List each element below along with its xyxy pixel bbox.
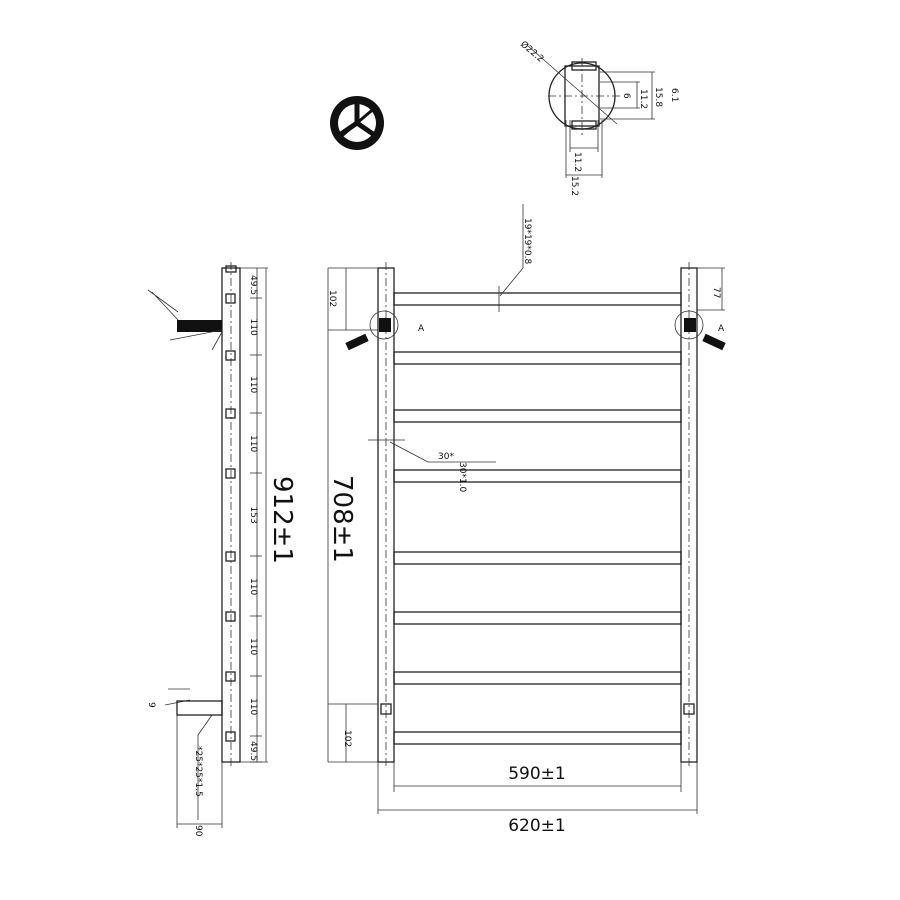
valve-icon [177,320,222,332]
dim-spacing: 110 [248,319,258,336]
rail-end [225,611,236,622]
dim-spacing: 110 [248,578,258,595]
dim-w-inner: 11.2 [572,152,582,172]
dim-inner-width: 590±1 [508,764,566,784]
dim-spacing: 110 [248,376,258,393]
rail-profile-label: 19*19*0.8 [522,218,532,264]
post-size-label: 30* [438,452,454,462]
dim-h-inner: 11.2 [638,89,648,109]
dim-spacing: 49.5 [248,741,258,761]
rail-end [225,293,236,304]
dim-height-912: 912±1 [267,476,297,564]
front-view: A A 102 102 77 708±1 19*19*0.8 30* 30*1.… [327,204,726,836]
towel-rail [393,671,682,685]
dim-spacing: 153 [248,507,258,524]
dim-bracket-offset: 9 [146,702,156,708]
earth-symbol-icon [330,96,384,150]
side-view: 49.5 110 110 110 153 110 110 110 49.5 912±1 9 *2… [146,262,297,837]
dim-inner-height: 708±1 [327,475,357,563]
towel-rail [393,351,682,365]
towel-rail [393,611,682,625]
detail-ref-left: A [418,324,425,334]
towel-rail [393,409,682,423]
detail-a-marker-left [369,310,399,340]
dim-diameter: Ø22.2 [518,39,546,65]
towel-rail [393,551,682,565]
detail-ref-right: A [718,324,725,334]
dim-spacing: 110 [248,638,258,655]
dim-outer-width: 620±1 [508,816,566,836]
dim-side: 6.1 [669,88,679,102]
dim-bracket-profile: *25*25*1.5 [193,746,203,797]
detail-a-marker-right [674,310,704,340]
dim-spacing: 49.5 [248,275,258,295]
rail-end [225,671,236,682]
towel-rail [393,469,682,483]
towel-rail [393,731,682,745]
dim-spacing: 110 [248,698,258,715]
towel-rail [393,292,682,306]
dim-w-outer: 15.2 [569,176,579,196]
detail-section-view: Ø22.2 15.8 11.2 6 6.1 11.2 15.2 [518,39,679,196]
dim-gap: 6 [621,93,631,99]
dim-bottom-offset: 102 [342,730,352,747]
dim-top-offset: 102 [327,290,337,307]
bracket [176,700,223,716]
rail-end [225,408,236,419]
rail-end [225,551,236,562]
rail-end [225,350,236,361]
rail-end [225,731,236,742]
post-profile-label: 30*1.0 [457,462,467,493]
dim-spacing: 110 [248,435,258,452]
dim-h-outer: 15.8 [653,87,663,107]
dim-bracket-depth: 90 [193,825,203,837]
dim-bracket-top: 77 [711,287,721,298]
rail-end [225,468,236,479]
